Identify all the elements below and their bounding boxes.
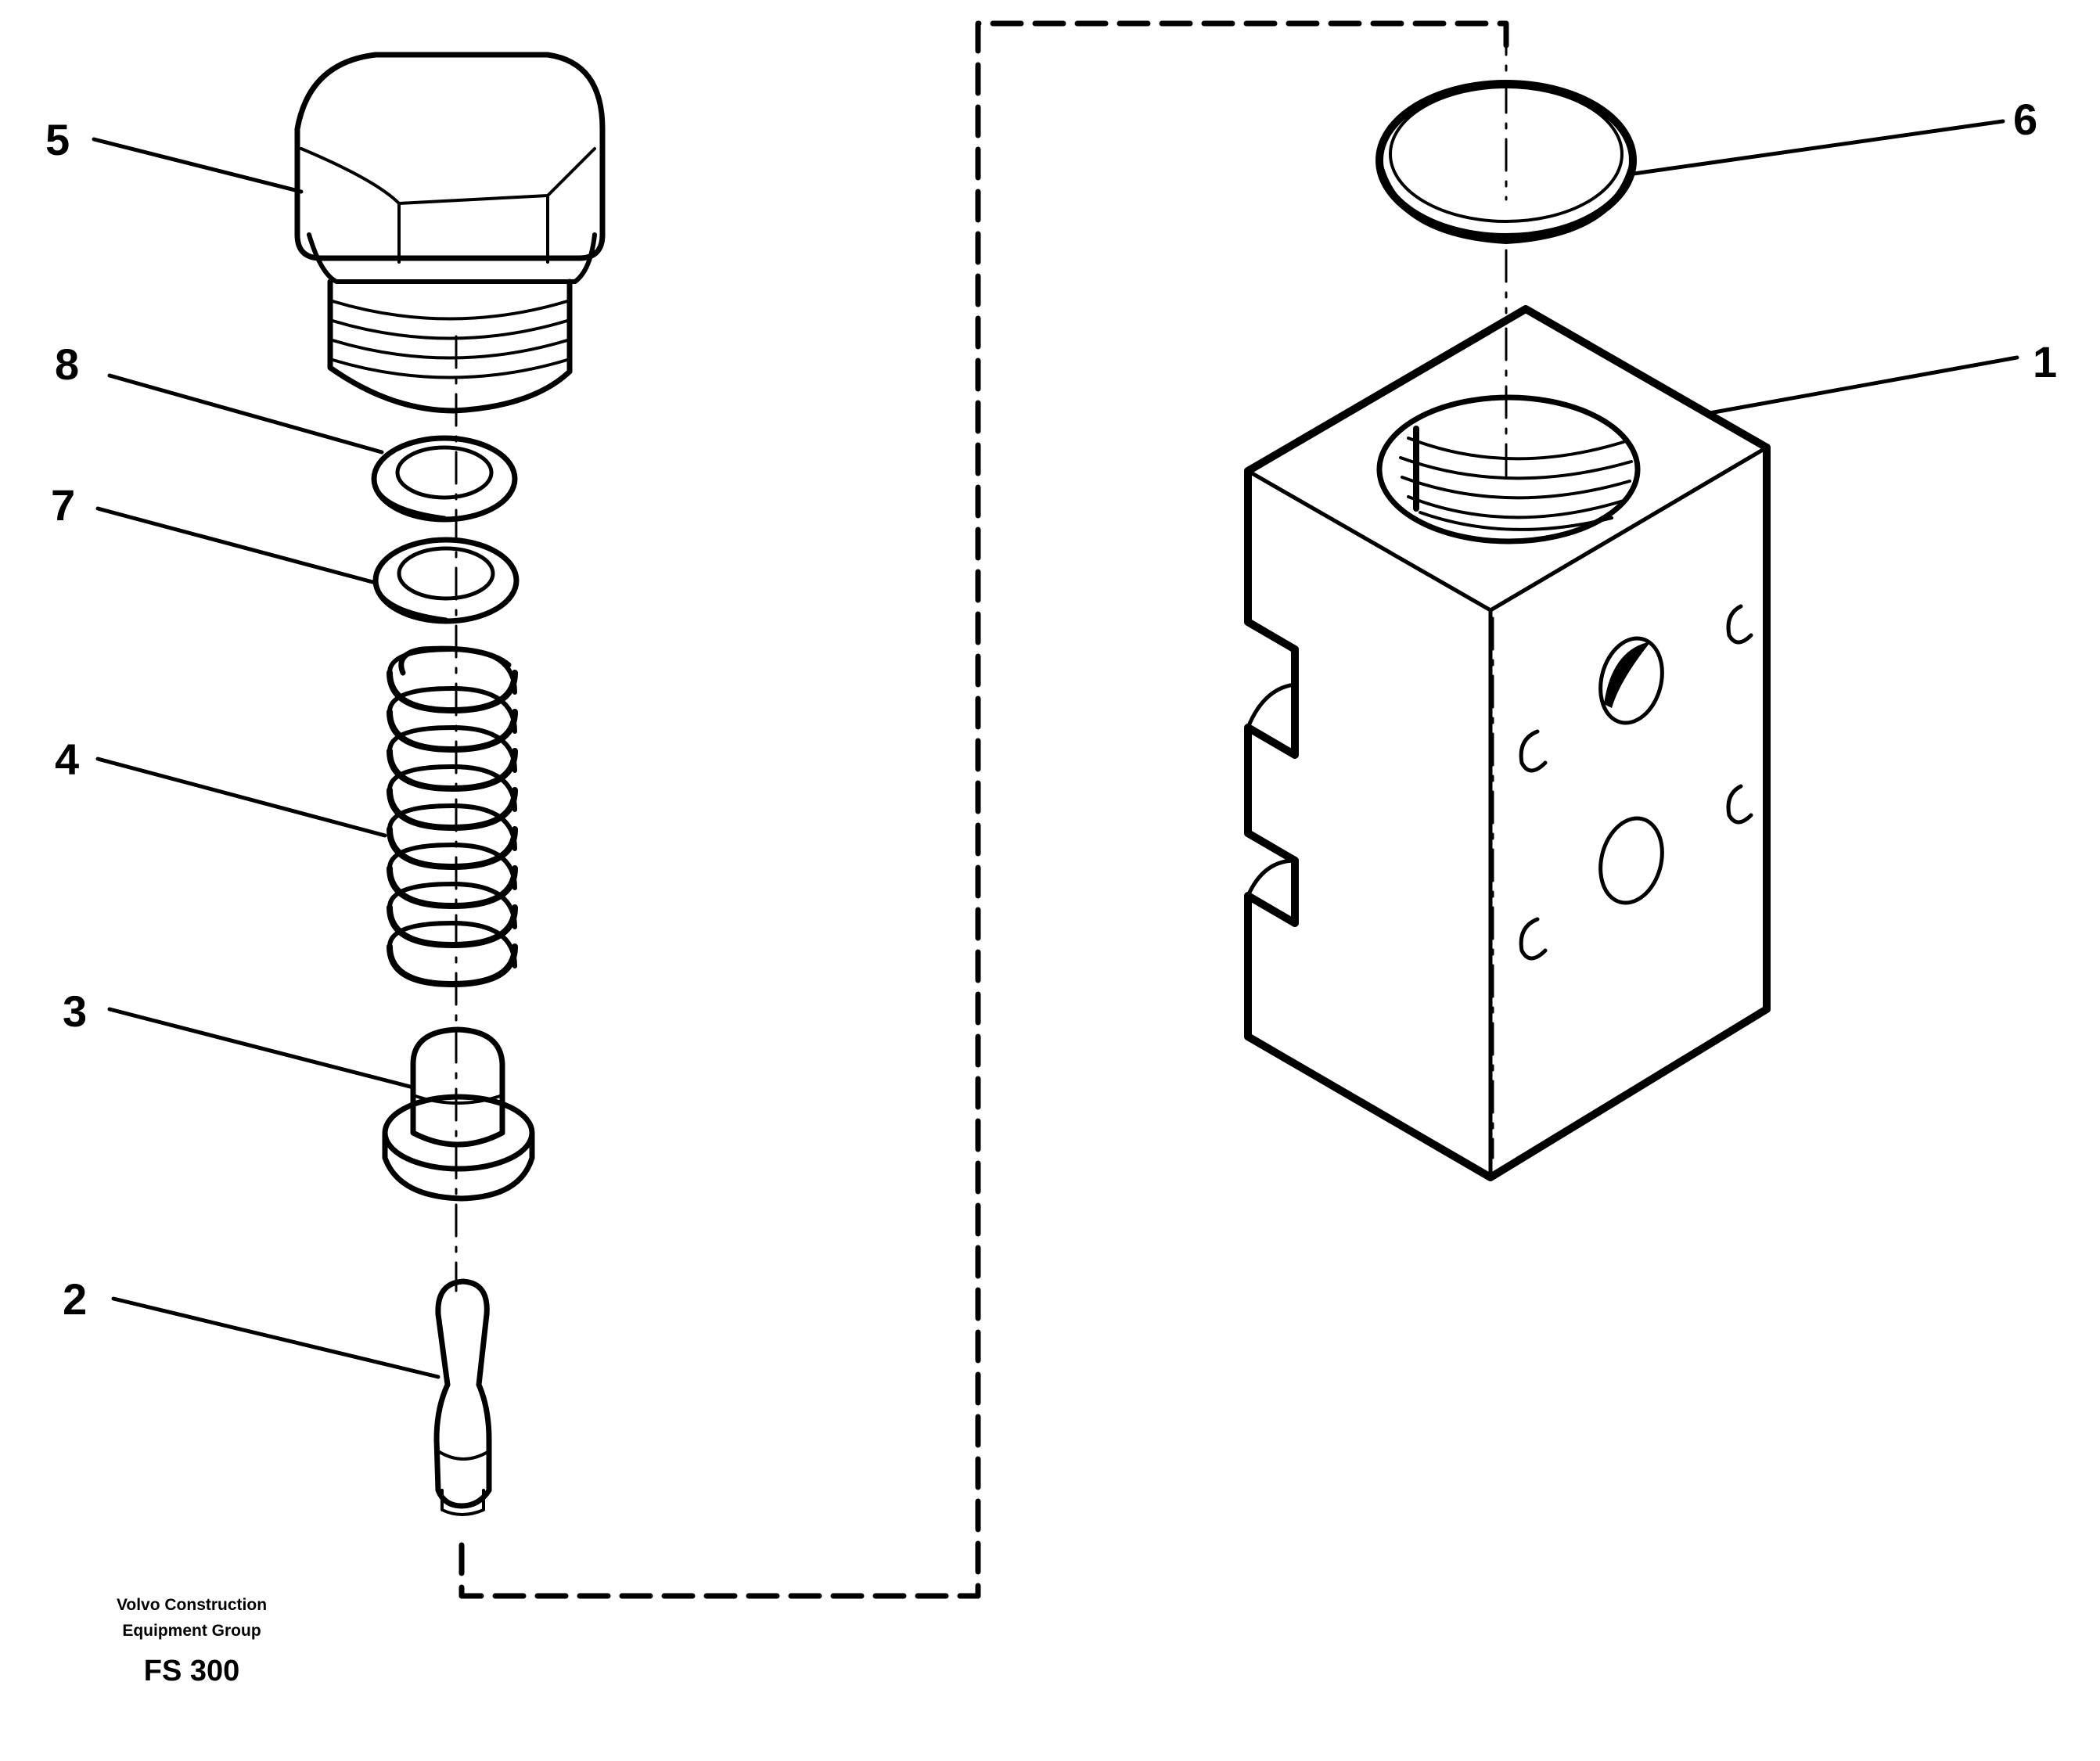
spring-coil-front xyxy=(387,943,518,987)
part-6-o-ring xyxy=(1375,22,1637,314)
callout-4: 4 xyxy=(55,735,79,784)
spring-coil-front xyxy=(387,787,518,831)
leader-7 xyxy=(95,506,378,585)
spring-end-top xyxy=(398,645,512,676)
spring-coil-back xyxy=(387,921,517,969)
footer-figure-code: FS 300 xyxy=(144,1655,240,1687)
spring-coil-back xyxy=(387,803,517,851)
part-8-washer xyxy=(371,435,518,523)
spring-coil-back xyxy=(387,725,517,773)
part-5-plug xyxy=(294,52,606,414)
leader-5 xyxy=(92,137,304,194)
spring-coil-back xyxy=(387,843,517,890)
spring-coil-front xyxy=(387,670,518,713)
callout-3: 3 xyxy=(63,987,87,1036)
part-2-pin xyxy=(433,1278,492,1516)
spring-coil-front xyxy=(387,904,518,948)
leader-2 xyxy=(111,1296,440,1379)
footer-company-line-2: Equipment Group xyxy=(122,1622,261,1640)
spring-coil-front xyxy=(387,826,518,870)
leader-1 xyxy=(1707,355,2019,415)
spring-coil-back xyxy=(387,686,517,734)
callout-6: 6 xyxy=(2013,95,2037,144)
spring-coil-back xyxy=(387,882,517,929)
part-4-spring xyxy=(387,645,518,987)
callout-7: 7 xyxy=(51,480,75,530)
leader-6 xyxy=(1631,119,2005,176)
leader-3 xyxy=(107,1007,415,1090)
footer-company-line-1: Volvo Construction xyxy=(117,1596,267,1614)
assembly-connection-dashed-line xyxy=(458,20,1509,1599)
spring-coil-front xyxy=(387,748,518,792)
spring-coil-front xyxy=(387,709,518,753)
leader-4 xyxy=(95,757,387,838)
callout-5: 5 xyxy=(45,115,70,164)
callout-8: 8 xyxy=(55,340,79,389)
part-3-valve-seat xyxy=(382,1026,535,1202)
callout-1: 1 xyxy=(2033,337,2057,386)
part-1-valve-block xyxy=(1244,305,1771,1181)
spring-coil-back xyxy=(387,764,517,812)
leader-8 xyxy=(107,373,384,455)
spring-coil-front xyxy=(387,865,518,909)
part-7-washer xyxy=(372,537,520,624)
leader-lines xyxy=(92,119,2019,1379)
callout-2: 2 xyxy=(63,1274,87,1324)
